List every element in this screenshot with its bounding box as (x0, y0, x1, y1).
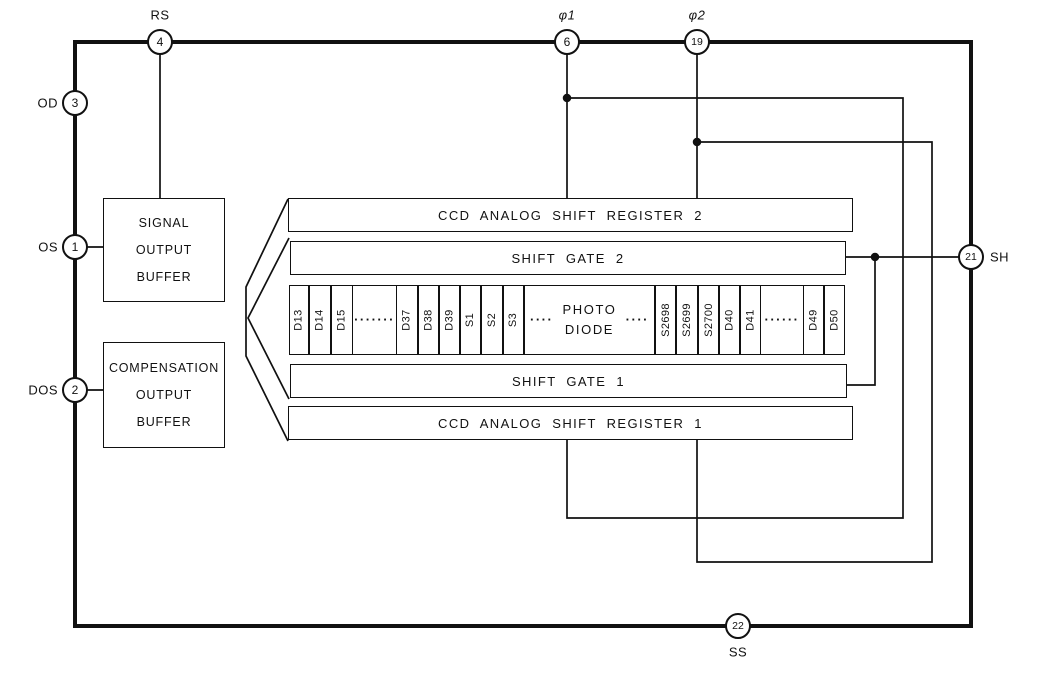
photo-diode-line2: DIODE (564, 322, 615, 337)
shift-gate-1-block: SHIFT GATE 1 (290, 364, 847, 398)
cell-s2700: S2700 (698, 285, 719, 355)
pin-label-dos: DOS (28, 382, 58, 398)
block-label-line: OUTPUT (135, 387, 193, 402)
junction-dot-phi1 (562, 93, 572, 103)
pin-number: 4 (156, 35, 164, 49)
chip-outline (73, 40, 973, 628)
pin-sh: 21 (958, 244, 984, 270)
block-label: CCD ANALOG SHIFT REGISTER 2 (438, 207, 703, 223)
cell-d15: D15 (331, 285, 353, 355)
cell-ellipsis: ······· (353, 285, 396, 355)
cell-s1: S1 (460, 285, 481, 355)
cell-d41: D41 (740, 285, 761, 355)
pin-os: 1 (62, 234, 88, 260)
junction-dot-phi2 (692, 137, 702, 147)
block-label-line: BUFFER (136, 414, 192, 429)
funnel-outer (245, 198, 289, 442)
pin-number: 21 (965, 251, 977, 263)
cell-d40: D40 (719, 285, 740, 355)
wire-phi1-loop (566, 97, 904, 519)
cell-label: S2698 (659, 303, 672, 337)
cell-ellipsis: ······ (761, 285, 803, 355)
pin-number: 6 (563, 35, 571, 49)
cell-s2698: S2698 (655, 285, 676, 355)
cell-label: S2699 (681, 303, 693, 337)
pin-number: 3 (71, 96, 79, 110)
cell-d37: D37 (396, 285, 418, 355)
cell-label: D41 (744, 309, 757, 331)
cell-label: D13 (293, 309, 306, 331)
cell-d38: D38 (418, 285, 439, 355)
pin-phi1: 6 (554, 29, 580, 55)
pin-rs: 4 (147, 29, 173, 55)
cell-label: D49 (807, 309, 820, 331)
compensation-output-buffer-block: COMPENSATION OUTPUT BUFFER (103, 342, 225, 448)
cell-label: D14 (314, 309, 327, 331)
pin-number: 1 (71, 240, 79, 254)
cell-d14: D14 (309, 285, 331, 355)
cell-label: D40 (723, 309, 736, 331)
ellipsis-dots: ···· (625, 312, 649, 327)
pin-label-os: OS (38, 239, 58, 255)
cell-d50: D50 (824, 285, 845, 355)
pin-od: 3 (62, 90, 88, 116)
ellipsis-dots: ······· (354, 312, 395, 327)
cell-label: D39 (443, 309, 456, 331)
wire-sh-to-gate1 (846, 257, 876, 386)
pin-label-ss: SS (728, 644, 748, 660)
cell-d49: D49 (803, 285, 824, 355)
ccd-analog-shift-register-1-block: CCD ANALOG SHIFT REGISTER 1 (288, 406, 853, 440)
pin-label-phi1: φ1 (558, 7, 576, 23)
block-label-line: COMPENSATION (108, 360, 220, 375)
ccd-analog-shift-register-2-block: CCD ANALOG SHIFT REGISTER 2 (288, 198, 853, 232)
ellipsis-dots: ···· (530, 312, 554, 327)
block-label-line: OUTPUT (135, 242, 193, 257)
cell-label: S2 (485, 312, 498, 328)
pin-number: 2 (71, 383, 79, 397)
cell-label: S1 (464, 312, 477, 328)
pin-label-rs: RS (150, 7, 170, 23)
cell-s3: S3 (503, 285, 524, 355)
block-label-line: BUFFER (136, 269, 192, 284)
ellipsis-dots: ······ (764, 312, 800, 327)
cell-d39: D39 (439, 285, 460, 355)
photodiode-array-row: D13 D14 D15 ······· D37 D38 D39 S1 S2 S3… (289, 285, 845, 355)
pin-ss: 22 (725, 613, 751, 639)
pin-phi2: 19 (684, 29, 710, 55)
junction-dot-sh (870, 252, 880, 262)
pin-number: 19 (691, 36, 703, 48)
cell-label: D38 (422, 309, 435, 331)
block-label: SHIFT GATE 2 (511, 250, 625, 266)
block-label: SHIFT GATE 1 (511, 373, 625, 389)
photo-diode-line1: PHOTO (562, 302, 617, 317)
funnel-inner (247, 237, 290, 400)
block-label-line: SIGNAL (138, 215, 190, 230)
pin-label-sh: SH (990, 249, 1010, 265)
cell-label: D15 (336, 309, 349, 331)
photo-diode-label: PHOTO DIODE (563, 300, 617, 340)
cell-label: D37 (401, 309, 414, 331)
pin-number: 22 (732, 620, 744, 632)
cell-label: S3 (507, 312, 520, 328)
pin-label-od: OD (37, 95, 58, 111)
cell-photo-diode: ···· PHOTO DIODE ···· (524, 285, 655, 355)
pin-dos: 2 (62, 377, 88, 403)
cell-label: D50 (828, 309, 841, 331)
cell-s2699: S2699 (676, 285, 698, 355)
cell-s2: S2 (481, 285, 503, 355)
wire-phi2-loop (696, 141, 933, 563)
signal-output-buffer-block: SIGNAL OUTPUT BUFFER (103, 198, 225, 302)
cell-d13: D13 (289, 285, 309, 355)
cell-label: S2700 (702, 303, 715, 337)
block-label: CCD ANALOG SHIFT REGISTER 1 (438, 415, 703, 431)
pin-label-phi2: φ2 (688, 7, 706, 23)
shift-gate-2-block: SHIFT GATE 2 (290, 241, 846, 275)
